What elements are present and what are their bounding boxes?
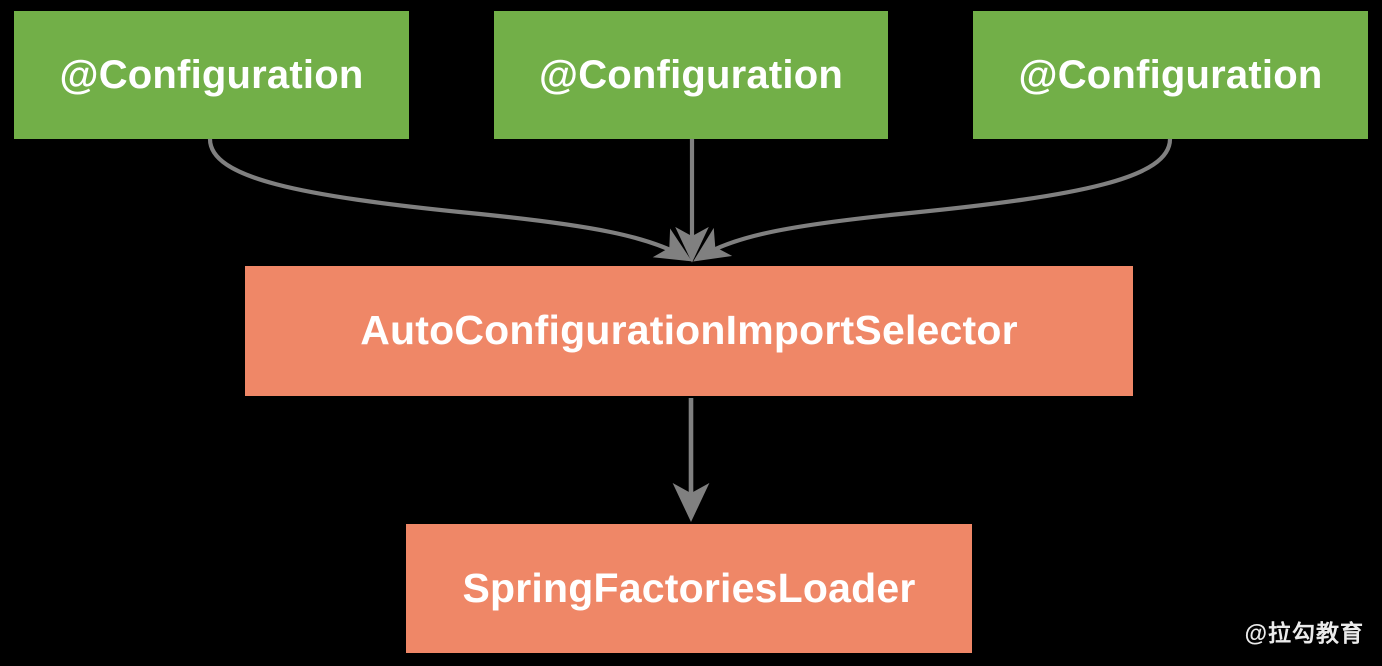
node-configuration-1-label: @Configuration (59, 53, 364, 97)
node-configuration-3[interactable]: @Configuration (973, 11, 1368, 139)
watermark: @拉勾教育 (1244, 620, 1364, 646)
edge-config1-to-selector (207, 138, 692, 262)
node-spring-factories-loader-label: SpringFactoriesLoader (462, 564, 916, 611)
node-spring-factories-loader[interactable]: SpringFactoriesLoader (406, 524, 972, 653)
node-auto-configuration-import-selector[interactable]: AutoConfigurationImportSelector (245, 266, 1133, 396)
node-auto-configuration-import-selector-label: AutoConfigurationImportSelector (360, 307, 1018, 354)
node-configuration-2-label: @Configuration (539, 53, 843, 97)
node-configuration-1[interactable]: @Configuration (14, 11, 409, 139)
edge-config3-to-selector (693, 138, 1173, 262)
node-configuration-3-label: @Configuration (1018, 53, 1323, 97)
node-configuration-2[interactable]: @Configuration (494, 11, 888, 139)
